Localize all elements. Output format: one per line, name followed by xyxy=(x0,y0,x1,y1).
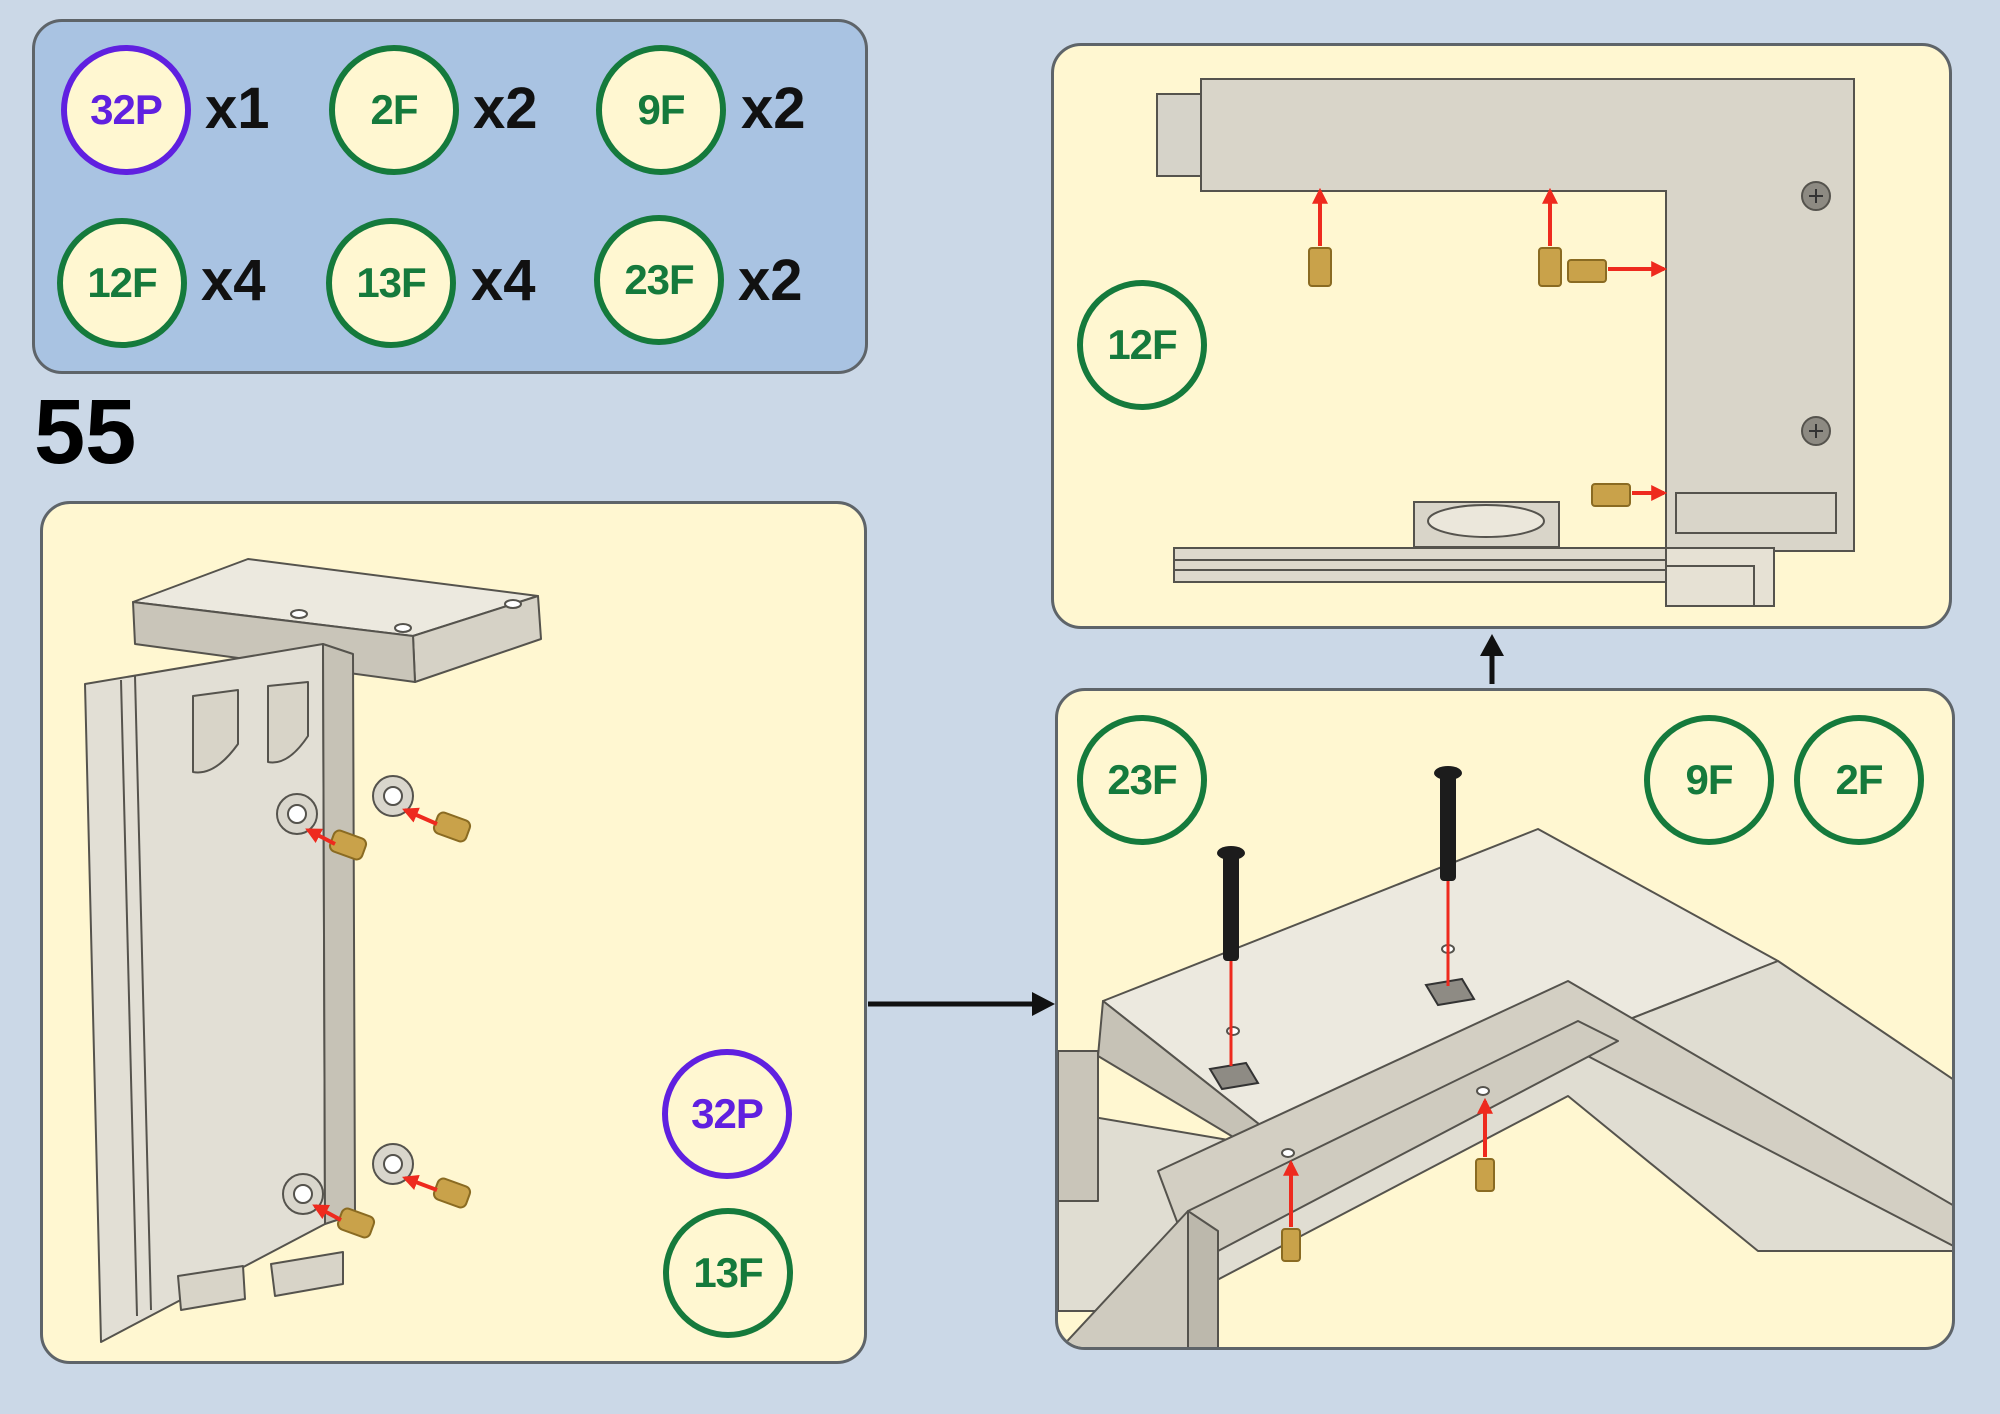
screws xyxy=(1217,766,1462,961)
part-badge-9f: 9F xyxy=(596,45,726,175)
middle-detail-panel: 23F 9F 2F xyxy=(1055,688,1955,1350)
frame-part xyxy=(1058,828,1952,1347)
step-number: 55 xyxy=(34,381,137,483)
top-detail-panel: 12F xyxy=(1051,43,1952,629)
arrow-main-to-mid xyxy=(868,992,1055,1016)
mid-badge-2f: 2F xyxy=(1794,715,1924,845)
part-qty-32p: x1 xyxy=(205,76,270,141)
bracket-part xyxy=(84,558,542,1343)
part-badge-12f: 12F xyxy=(57,218,187,348)
insert-arrows xyxy=(1312,187,1668,501)
part-badge-13f: 13F xyxy=(326,218,456,348)
mid-badge-23f: 23F xyxy=(1077,715,1207,845)
part-qty-2f: x2 xyxy=(473,76,538,141)
brass-inserts xyxy=(328,811,472,1239)
middle-detail-drawing xyxy=(1058,766,1952,1347)
mid-badge-9f: 9F xyxy=(1644,715,1774,845)
brass-inserts xyxy=(1281,1158,1495,1262)
t-nuts xyxy=(1208,977,1476,1091)
part-badge-23f: 23F xyxy=(594,215,724,345)
main-assembly-panel: 32P 13F xyxy=(40,501,867,1364)
parts-list-panel: 32P x1 2F x2 9F x2 12F x4 13F x4 23F x2 xyxy=(32,19,868,374)
part-badge-32p: 32P xyxy=(61,45,191,175)
main-badge-13f: 13F xyxy=(663,1208,793,1338)
arrow-mid-to-top xyxy=(1480,634,1504,684)
main-badge-32p: 32P xyxy=(662,1049,792,1179)
insert-arrows xyxy=(305,807,438,1222)
part-badge-2f: 2F xyxy=(329,45,459,175)
rail-bottom xyxy=(1173,501,1775,607)
top-badge-12f: 12F xyxy=(1077,280,1207,410)
l-bracket xyxy=(1156,78,1855,552)
brass-inserts xyxy=(1308,247,1631,507)
assembly-arrows xyxy=(1229,881,1493,1227)
part-qty-12f: x4 xyxy=(201,248,266,313)
part-qty-9f: x2 xyxy=(741,76,806,141)
main-assembly-drawing xyxy=(84,558,542,1343)
top-detail-drawing xyxy=(1156,78,1855,607)
part-qty-23f: x2 xyxy=(738,248,803,313)
part-qty-13f: x4 xyxy=(471,248,536,313)
insert-holes xyxy=(276,775,414,1215)
